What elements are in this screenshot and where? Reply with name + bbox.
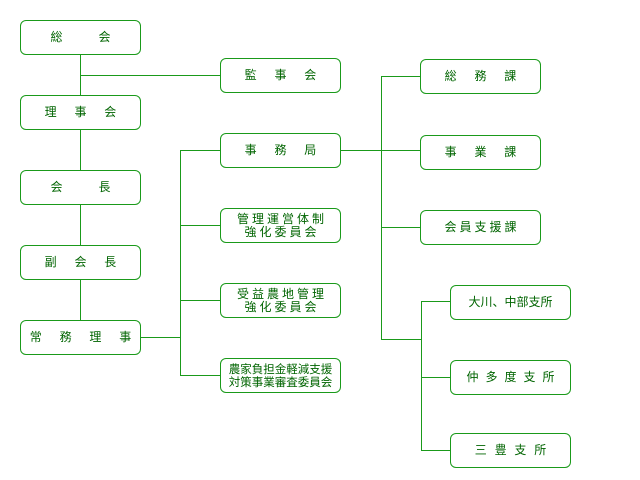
member-support-section-box: 会員支援課: [420, 210, 541, 245]
burden-relief-committee-box: 農家負担金軽減支援 対策事業審査委員会: [220, 358, 341, 393]
branch-nakatado-box: 仲多度支所: [450, 360, 571, 395]
committee-1-line-2: 強化委員会: [244, 224, 320, 239]
branch-mitoyo-box: 三 豊 支 所: [450, 433, 571, 468]
management-committee-box: 管理運営体制 強化委員会: [220, 208, 341, 243]
secretariat-box: 事 務 局: [220, 133, 341, 168]
vice-chairman-box: 副 会 長: [20, 245, 141, 280]
general-meeting-box: 総 会: [20, 20, 141, 55]
committee-2-line-1: 受益農地管理: [236, 286, 327, 301]
committee-1-line-1: 管理運営体制: [236, 211, 327, 226]
executive-director-box: 常 務 理 事: [20, 320, 141, 355]
farmland-committee-box: 受益農地管理 強化委員会: [220, 283, 341, 318]
branch-okawa-chubu-box: 大川、中部支所: [450, 285, 571, 320]
chairman-box: 会 長: [20, 170, 141, 205]
committee-2-line-2: 強化委員会: [244, 299, 320, 314]
committee-3-line-1: 農家負担金軽減支援: [228, 362, 333, 376]
projects-section-box: 事 業 課: [420, 135, 541, 170]
auditors-box: 監 事 会: [220, 58, 341, 93]
board-box: 理 事 会: [20, 95, 141, 130]
general-affairs-section-box: 総 務 課: [420, 59, 541, 94]
committee-3-line-2: 対策事業審査委員会: [228, 374, 333, 389]
